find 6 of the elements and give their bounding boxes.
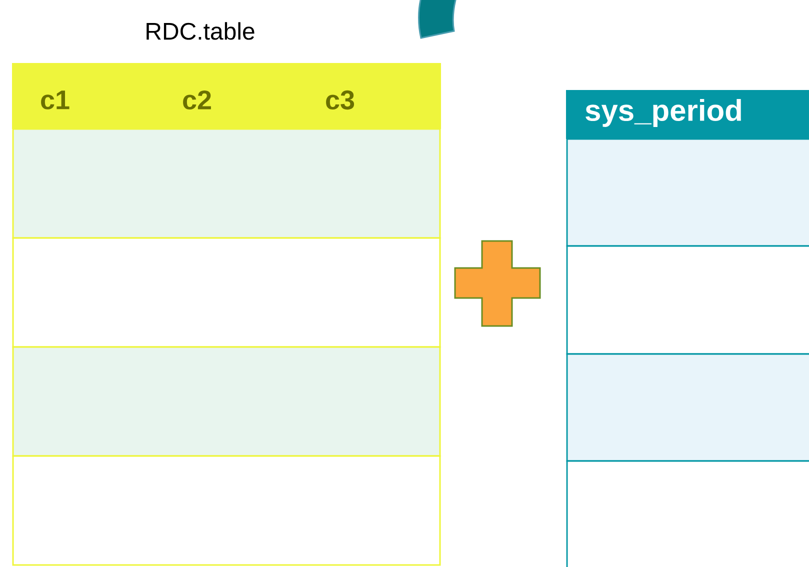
table-header: c1 c2 c3 [12,63,441,129]
label: c2 [183,90,211,110]
label: c3 [326,90,354,110]
table-header: sys_period [566,90,809,139]
table-title: RDC.table [146,22,254,40]
label: c1 [41,90,70,110]
